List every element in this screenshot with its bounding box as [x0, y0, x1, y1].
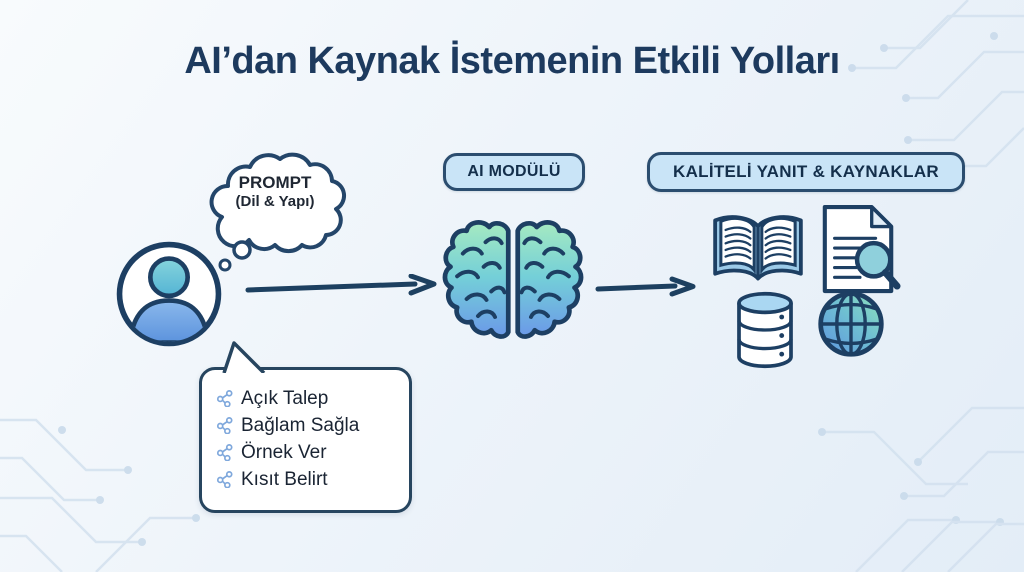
brain-icon [442, 217, 584, 345]
branch-icon [216, 390, 233, 407]
branch-icon [216, 444, 233, 461]
thought-bubble: PROMPT (Dil & Yapı) [196, 138, 354, 258]
thought-bubble-line1: PROMPT [238, 173, 312, 192]
branch-icon [216, 417, 233, 434]
list-item: Kısıt Belirt [216, 466, 399, 493]
open-book-icon [713, 215, 803, 281]
thought-bubble-text: PROMPT (Dil & Yapı) [196, 172, 354, 212]
ai-module-label: AI MODÜLÜ [443, 153, 585, 191]
list-item: Örnek Ver [216, 439, 399, 466]
person-icon [116, 241, 222, 347]
branch-icon [216, 471, 233, 488]
database-icon [737, 291, 793, 369]
arrow-ai-to-output-icon [595, 276, 696, 297]
prompt-tips-bubble: Açık Talep Bağlam Sağla Örnek Ver [199, 367, 412, 513]
cloud-icon [209, 152, 347, 254]
tip-label: Bağlam Sağla [241, 415, 360, 436]
arrow-user-to-ai-icon [245, 274, 437, 296]
thought-trail-dots [218, 240, 252, 272]
output-label-text: KALİTELİ YANIT & KAYNAKLAR [673, 162, 939, 181]
thought-bubble-line2: (Dil & Yapı) [235, 193, 315, 211]
speech-bubble-tail [222, 341, 266, 373]
ai-module-label-text: AI MODÜLÜ [467, 163, 561, 180]
list-item: Açık Talep [216, 385, 399, 412]
tip-label: Kısıt Belirt [241, 469, 328, 490]
globe-icon [818, 291, 884, 357]
page-title: AI’dan Kaynak İstemenin Etkili Yolları [184, 40, 840, 82]
tip-label: Örnek Ver [241, 442, 327, 463]
document-search-icon [822, 204, 901, 294]
output-label: KALİTELİ YANIT & KAYNAKLAR [647, 152, 965, 192]
tip-label: Açık Talep [241, 388, 329, 409]
prompt-tips-list: Açık Talep Bağlam Sağla Örnek Ver [202, 370, 409, 503]
list-item: Bağlam Sağla [216, 412, 399, 439]
